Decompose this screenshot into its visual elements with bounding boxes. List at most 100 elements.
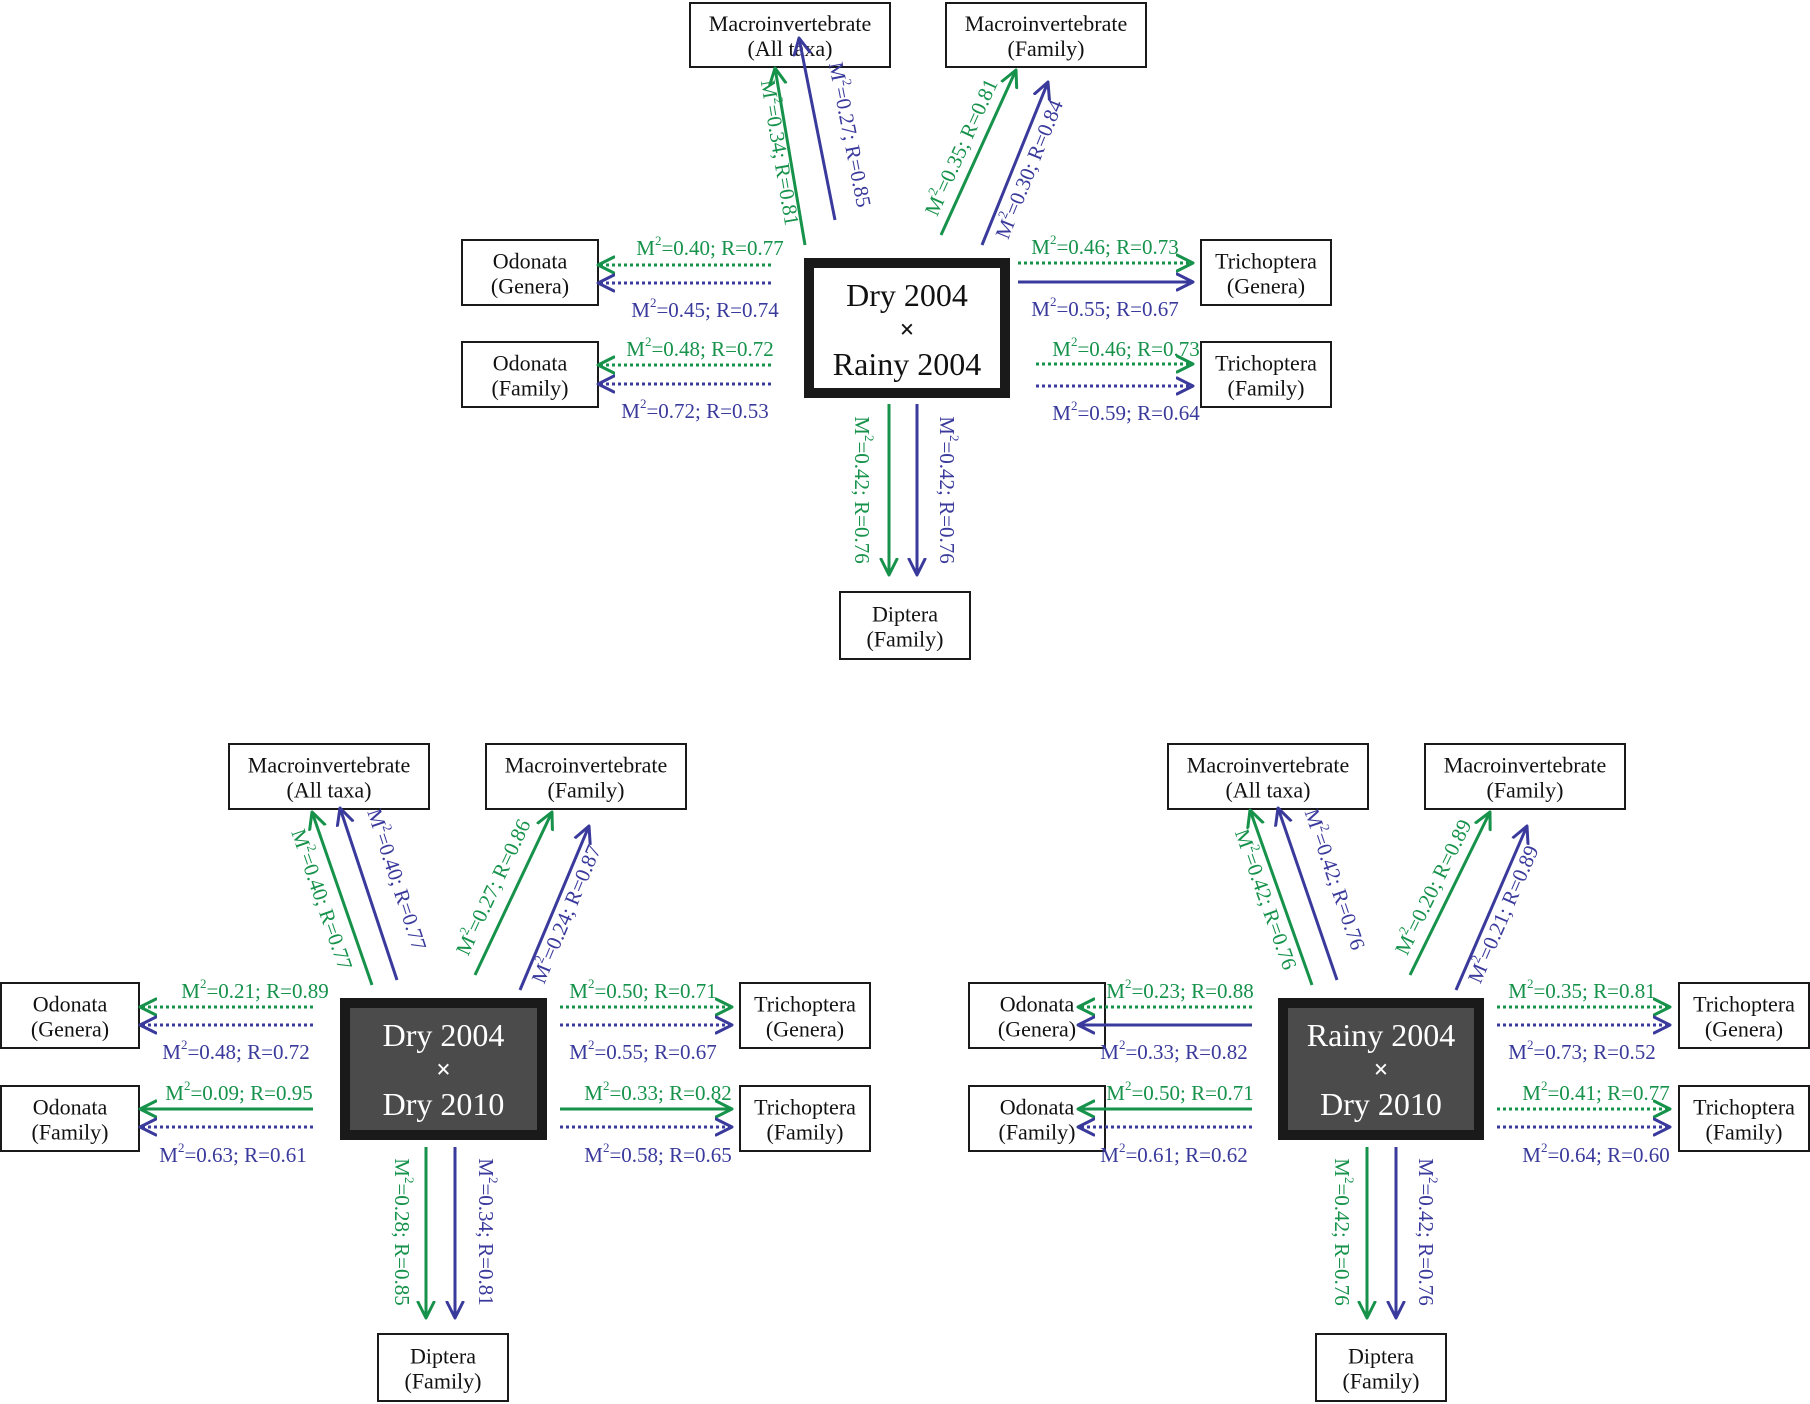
target-box-frame xyxy=(1678,1085,1810,1152)
statistic-label: M2=0.42; R=0.76 xyxy=(935,416,962,563)
statistic-label: M2=0.35; R=0.81 xyxy=(1508,976,1655,1003)
statistic-label: M2=0.40; R=0.77 xyxy=(636,233,783,260)
arrow-green-tri_fam: M2=0.41; R=0.77 xyxy=(1497,1078,1670,1109)
statistic-label: M2=0.61; R=0.62 xyxy=(1100,1140,1247,1167)
m2-value: 0.59 xyxy=(1089,401,1126,425)
r-value: 0.62 xyxy=(1211,1143,1248,1167)
center-period-b: Rainy 2004 xyxy=(833,346,981,382)
m2-value: 0.34 xyxy=(474,1195,498,1232)
m2-value: 0.27 xyxy=(831,96,862,137)
r-value: 0.52 xyxy=(1619,1040,1656,1064)
target-box-frame xyxy=(228,743,430,810)
target-box-title: Odonata xyxy=(493,351,568,376)
statistic-label: M2=0.09; R=0.95 xyxy=(165,1078,312,1105)
solid-arrow-line xyxy=(340,808,399,981)
arrow-green-tri_fam: M2=0.33; R=0.82 xyxy=(560,1078,732,1109)
odonata-genera-box: Odonata(Genera) xyxy=(968,982,1106,1049)
m2-value: 0.41 xyxy=(1559,1081,1596,1105)
macroinvertebrate-all-taxa-box: Macroinvertebrate(All taxa) xyxy=(228,743,430,810)
m2-value: 0.40 xyxy=(673,236,710,260)
m2-value: 0.50 xyxy=(1143,1081,1180,1105)
target-box-title: Macroinvertebrate xyxy=(248,753,410,778)
arrow-green-dip_fam: M2=0.28; R=0.85 xyxy=(390,1147,426,1318)
arrow-blue-odo_gen: M2=0.45; R=0.74 xyxy=(598,283,779,322)
arrow-blue-mi_fam: M2=0.24; R=0.87 xyxy=(518,826,606,991)
m2-value: 0.73 xyxy=(1545,1040,1582,1064)
arrow-green-odo_gen: M2=0.40; R=0.77 xyxy=(598,233,784,265)
target-box-level: (Family) xyxy=(492,376,569,401)
statistic-label: M2=0.27; R=0.85 xyxy=(824,59,879,209)
r-value: 0.76 xyxy=(1336,910,1371,953)
target-box-title: Macroinvertebrate xyxy=(1187,753,1349,778)
target-box-title: Odonata xyxy=(33,1095,108,1120)
odonata-family-box: Odonata(Family) xyxy=(461,341,599,408)
target-box-level: (Genera) xyxy=(998,1017,1076,1042)
target-box-level: (Family) xyxy=(1706,1120,1783,1145)
panel-bottom-right: Macroinvertebrate(All taxa)Macroinverteb… xyxy=(968,743,1810,1402)
macroinvertebrate-family-box: Macroinvertebrate(Family) xyxy=(485,743,687,810)
solid-arrow-line xyxy=(1408,812,1490,976)
target-box-frame xyxy=(485,743,687,810)
trichoptera-family-box: Trichoptera(Family) xyxy=(1678,1085,1810,1152)
target-box-title: Diptera xyxy=(1348,1344,1414,1369)
m2-value: 0.34 xyxy=(762,114,792,155)
target-box-level: (Genera) xyxy=(766,1017,844,1042)
r-value: 0.87 xyxy=(569,842,605,885)
statistic-label: M2=0.33; R=0.82 xyxy=(584,1078,731,1105)
center-period-b: Dry 2010 xyxy=(383,1086,505,1122)
statistic-label: M2=0.55; R=0.67 xyxy=(1031,294,1178,321)
m2-value: 0.64 xyxy=(1559,1143,1596,1167)
solid-arrow-line xyxy=(312,812,374,986)
macroinvertebrate-all-taxa-box: Macroinvertebrate(All taxa) xyxy=(1167,743,1369,810)
target-box-frame xyxy=(1200,341,1332,408)
target-box-level: (All taxa) xyxy=(1226,778,1311,803)
solid-arrow-line xyxy=(775,68,807,246)
target-box-title: Macroinvertebrate xyxy=(505,753,667,778)
panel-bottom-left: Macroinvertebrate(All taxa)Macroinverteb… xyxy=(0,743,871,1402)
statistic-label: M2=0.34; R=0.81 xyxy=(756,77,807,227)
statistic-label: M2=0.64; R=0.60 xyxy=(1522,1140,1669,1167)
target-box-title: Macroinvertebrate xyxy=(709,11,871,36)
target-box-title: Trichoptera xyxy=(1215,351,1317,376)
target-box-frame xyxy=(1167,743,1369,810)
m2-value: 0.09 xyxy=(202,1081,239,1105)
trichoptera-genera-box: Trichoptera(Genera) xyxy=(1200,239,1332,306)
arrow-green-odo_gen: M2=0.23; R=0.88 xyxy=(1078,976,1254,1007)
m2-value: 0.35 xyxy=(1545,979,1582,1003)
center-box-frame xyxy=(1278,998,1484,1140)
r-value: 0.67 xyxy=(1142,297,1179,321)
target-box-frame xyxy=(945,2,1147,68)
target-box-title: Odonata xyxy=(493,249,568,274)
r-value: 0.64 xyxy=(1163,401,1200,425)
arrow-green-odo_gen: M2=0.21; R=0.89 xyxy=(140,976,329,1007)
solid-arrow-line xyxy=(939,70,1016,236)
arrow-green-odo_fam: M2=0.09; R=0.95 xyxy=(140,1078,313,1109)
target-box-level: (Family) xyxy=(548,778,625,803)
r-value: 0.76 xyxy=(1267,930,1302,973)
arrow-green-tri_fam: M2=0.46; R=0.73 xyxy=(1036,334,1200,364)
arrow-blue-mi_fam: M2=0.30; R=0.84 xyxy=(980,82,1068,246)
m2-value: 0.42 xyxy=(1330,1195,1354,1232)
comparison-center-box: Dry 2004×Dry 2010 xyxy=(340,998,547,1140)
center-period-a: Dry 2004 xyxy=(383,1017,505,1053)
target-box-title: Diptera xyxy=(872,602,938,627)
target-box-frame xyxy=(377,1333,509,1402)
target-box-title: Macroinvertebrate xyxy=(965,11,1127,36)
m2-value: 0.42 xyxy=(850,453,874,490)
r-value: 0.77 xyxy=(747,236,784,260)
arrow-blue-odo_gen: M2=0.33; R=0.82 xyxy=(1078,1025,1252,1064)
arrow-green-tri_gen: M2=0.35; R=0.81 xyxy=(1497,976,1670,1007)
r-value: 0.67 xyxy=(680,1040,717,1064)
comparison-center-box: Rainy 2004×Dry 2010 xyxy=(1278,998,1484,1140)
arrow-blue-tri_gen: M2=0.55; R=0.67 xyxy=(1018,282,1193,321)
target-box-level: (Genera) xyxy=(491,274,569,299)
center-times-symbol: × xyxy=(436,1055,451,1084)
center-box-frame xyxy=(804,258,1010,398)
r-value: 0.89 xyxy=(1507,842,1544,885)
comparison-center-box: Dry 2004×Rainy 2004 xyxy=(804,258,1010,398)
solid-arrow-line xyxy=(518,826,589,991)
target-box-level: (Family) xyxy=(1008,36,1085,61)
target-box-title: Trichoptera xyxy=(1693,992,1795,1017)
arrow-blue-tri_gen: M2=0.55; R=0.67 xyxy=(560,1025,732,1064)
target-box-title: Trichoptera xyxy=(1215,249,1317,274)
